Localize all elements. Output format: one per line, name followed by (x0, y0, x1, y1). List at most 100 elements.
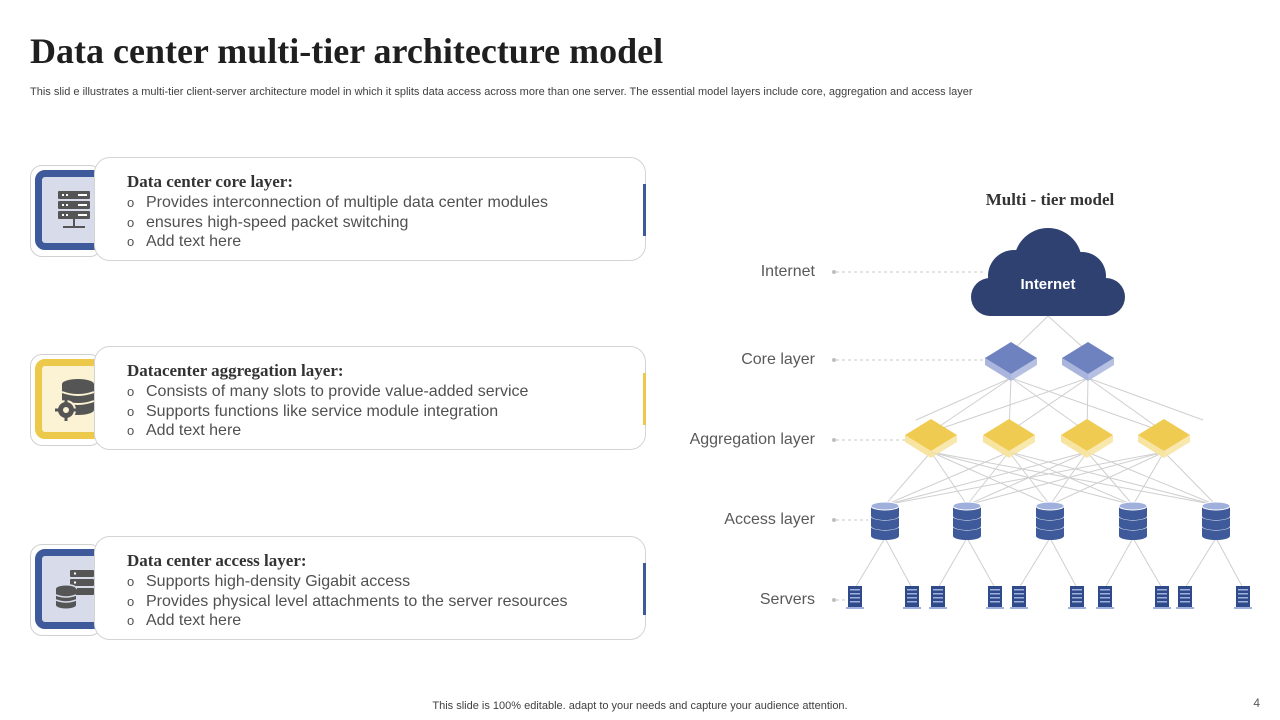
tier-label-access: Access layer (724, 511, 815, 528)
link-line (1087, 377, 1165, 433)
list-item: o Provides physical level attachments to … (127, 592, 568, 612)
server-icon (1176, 586, 1194, 609)
list-item: o Add text here (127, 232, 548, 252)
tier-label-aggregation: Aggregation layer (689, 431, 815, 448)
link-line (884, 451, 1088, 506)
tier-label-servers: Servers (759, 591, 815, 608)
link-line (1086, 451, 1134, 506)
access-database-icon (1035, 501, 1065, 540)
link-line (1008, 451, 1217, 506)
guide-dot (832, 358, 836, 362)
accent-bar (643, 184, 646, 236)
access-database-icon (1118, 501, 1148, 540)
bullet-marker: o (127, 195, 135, 210)
link-line (915, 377, 1012, 421)
core-layer-text-box: Data center core layer: o Provides interc… (94, 157, 646, 261)
bullet-text: Consists of many slots to provide value-… (146, 383, 529, 400)
guide-dot (832, 518, 836, 522)
link-line (1215, 537, 1244, 589)
accent-bar (643, 373, 646, 425)
server-icon (1010, 586, 1028, 609)
server-icon (929, 586, 947, 609)
link-line (930, 451, 1134, 506)
bullet-text: Supports functions like service module i… (146, 402, 499, 420)
core-switch-icon (985, 342, 1037, 381)
bullet-text: Provides interconnection of multiple dat… (146, 194, 548, 211)
server-icon (1234, 586, 1252, 609)
server-icon (1096, 586, 1114, 609)
bullet-list: o Provides interconnection of multiple da… (127, 193, 548, 252)
cloud-icon: Internet (971, 228, 1125, 316)
footer-note: This slide is 100% editable. adapt to yo… (432, 700, 848, 712)
access-database-icon (870, 501, 900, 540)
tier-label-core: Core layer (741, 351, 815, 368)
server-icon (1153, 586, 1171, 609)
link-line (884, 451, 1165, 506)
accent-bar (643, 563, 646, 615)
bullet-marker: o (127, 384, 135, 399)
link-line (1049, 537, 1078, 589)
link-line (966, 451, 1010, 506)
guide-dot (832, 598, 836, 602)
server-icon (1068, 586, 1086, 609)
bullet-text: Supports high-density Gigabit access (146, 573, 411, 590)
bullet-text: Add text here (146, 612, 242, 629)
link-line (1132, 537, 1163, 589)
link-line (1087, 377, 1204, 421)
link-line (1104, 537, 1134, 589)
bullet-marker: o (127, 613, 135, 628)
nodes-group: Internet (846, 228, 1252, 609)
links-group (854, 315, 1244, 589)
bullet-marker: o (127, 403, 135, 419)
link-line (1049, 451, 1165, 506)
aggregation-switch-icon (1061, 419, 1113, 458)
bullet-marker: o (127, 423, 135, 438)
link-line (966, 451, 1165, 506)
link-line (930, 377, 1012, 433)
link-line (1018, 537, 1051, 589)
list-item: o Provides interconnection of multiple da… (127, 193, 548, 213)
link-line (930, 451, 968, 506)
server-icon (903, 586, 921, 609)
link-line (1008, 451, 1051, 506)
bullet-marker: o (127, 593, 135, 609)
slide-subtitle: This slid e illustrates a multi-tier cli… (30, 86, 973, 98)
link-line (884, 451, 932, 506)
guide-dot (832, 270, 836, 274)
bullet-text: Provides physical level attachments to t… (146, 592, 568, 610)
link-line (1008, 451, 1134, 506)
link-line (930, 451, 1051, 506)
page-number: 4 (1253, 696, 1260, 710)
server-icon (846, 586, 864, 609)
core-switch-icon (1062, 342, 1114, 381)
bullet-text: ensures high-speed packet switching (146, 213, 409, 231)
link-line (1132, 451, 1165, 506)
aggregation-switch-icon (983, 419, 1035, 458)
list-item: o Add text here (127, 611, 568, 631)
card-heading: Data center core layer: (127, 172, 293, 191)
page-title: Data center multi-tier architecture mode… (30, 31, 664, 71)
link-line (930, 451, 1217, 506)
aggregation-switch-icon (905, 419, 957, 458)
cloud-label: Internet (1020, 276, 1075, 293)
bullet-marker: o (127, 234, 135, 249)
list-item: o Supports functions like service module … (127, 402, 528, 422)
guide-dot (832, 438, 836, 442)
core-layer-card: Data center core layer: o Provides interc… (30, 157, 650, 263)
link-line (1086, 451, 1217, 506)
bullet-list: o Consists of many slots to provide value… (127, 382, 528, 441)
link-line (854, 537, 886, 589)
bullet-text: Add text here (146, 233, 242, 250)
diagram-title: Multi - tier model (985, 190, 1115, 209)
link-line (930, 377, 1089, 433)
link-line (1008, 377, 1089, 433)
